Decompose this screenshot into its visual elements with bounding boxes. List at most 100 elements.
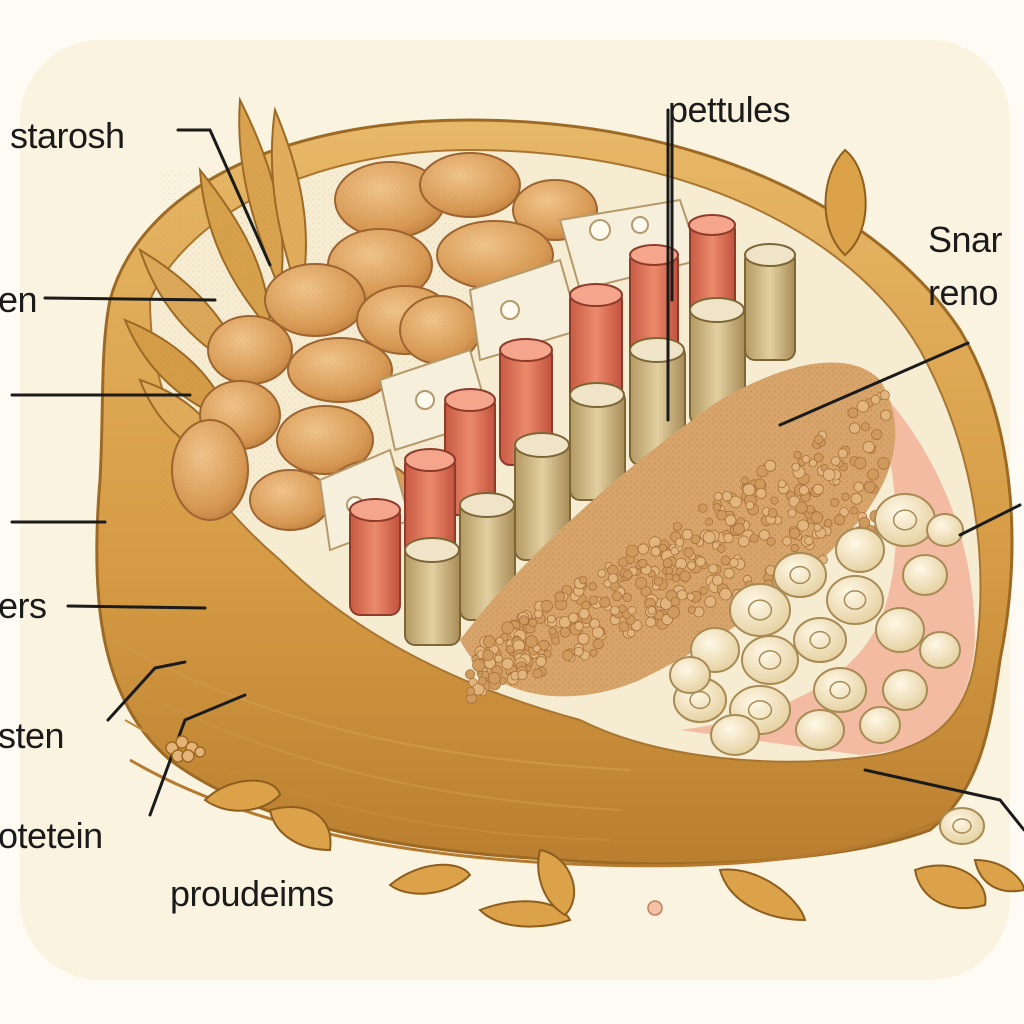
protein-bead bbox=[721, 491, 733, 502]
cell-globule bbox=[795, 709, 845, 751]
protein-beads bbox=[460, 362, 896, 704]
protein-bead bbox=[723, 532, 734, 544]
protein-bead bbox=[862, 440, 875, 454]
protein-bead bbox=[719, 587, 732, 601]
protein-bead bbox=[535, 656, 547, 667]
protein-bead bbox=[517, 669, 528, 681]
protein-bead bbox=[599, 596, 611, 608]
leader-line-snar bbox=[778, 341, 970, 427]
protein-bead bbox=[850, 492, 863, 505]
pale-fiber-tubes bbox=[404, 243, 796, 646]
label-produeims: proudeims bbox=[170, 873, 334, 914]
cell-globule bbox=[729, 583, 791, 637]
protein-bead bbox=[790, 543, 799, 553]
cell-globule bbox=[919, 631, 961, 669]
protein-bead bbox=[837, 448, 848, 459]
protein-bead bbox=[737, 535, 750, 548]
protein-bead bbox=[574, 621, 584, 631]
protein-bead bbox=[650, 546, 661, 557]
protein-bead bbox=[588, 595, 599, 606]
protein-bead bbox=[716, 509, 727, 521]
cell-nucleus bbox=[843, 590, 867, 610]
protein-bead bbox=[729, 495, 742, 509]
protein-bead bbox=[708, 563, 719, 574]
cell-nucleus bbox=[829, 680, 851, 700]
protein-bead bbox=[839, 507, 849, 517]
cell-globule bbox=[875, 607, 925, 653]
protein-bead bbox=[793, 450, 802, 459]
protein-bead bbox=[741, 476, 749, 485]
protein-bead bbox=[830, 456, 841, 466]
protein-bead bbox=[482, 649, 495, 661]
protein-bead bbox=[711, 574, 724, 587]
protein-bead bbox=[798, 485, 810, 496]
protein-bead bbox=[870, 394, 881, 405]
protein-bead bbox=[879, 390, 890, 401]
cell-globule bbox=[813, 667, 867, 713]
label-ers: ers bbox=[0, 585, 47, 626]
protein-bead bbox=[749, 533, 759, 543]
protein-bead bbox=[618, 604, 627, 613]
leader-line-sten bbox=[106, 660, 187, 722]
protein-bead bbox=[698, 503, 708, 513]
protein-bead bbox=[806, 505, 815, 514]
loose-globule bbox=[647, 807, 985, 916]
leader-line-en bbox=[43, 296, 217, 302]
cell-globule bbox=[835, 527, 885, 573]
protein-bead bbox=[729, 557, 739, 568]
protein-bead bbox=[532, 668, 543, 679]
protein-bead bbox=[858, 516, 871, 529]
cell-globule bbox=[902, 554, 948, 596]
protein-bead bbox=[653, 576, 664, 586]
cell-globule bbox=[773, 552, 827, 598]
protein-bead bbox=[830, 497, 840, 507]
cell-globule bbox=[826, 575, 884, 625]
protein-bead bbox=[672, 521, 683, 532]
protein-bead bbox=[466, 687, 476, 696]
rim-tissue bbox=[680, 380, 975, 755]
protein-bead bbox=[687, 605, 696, 614]
protein-bead bbox=[847, 407, 859, 419]
protein-bead bbox=[853, 481, 864, 493]
protein-bead bbox=[465, 669, 476, 680]
protein-bead bbox=[823, 518, 833, 528]
protein-bead bbox=[789, 527, 801, 539]
protein-bead bbox=[860, 422, 870, 432]
protein-bead bbox=[801, 455, 811, 464]
protein-bead bbox=[547, 614, 556, 624]
protein-bead bbox=[755, 487, 767, 499]
protein-bead bbox=[665, 566, 674, 575]
protein-bead bbox=[674, 537, 685, 547]
cell-nucleus bbox=[758, 650, 782, 670]
protein-bead bbox=[670, 546, 680, 556]
protein-bead bbox=[871, 429, 883, 441]
protein-bead bbox=[795, 501, 808, 514]
cell-globule bbox=[669, 656, 711, 694]
protein-bead bbox=[723, 567, 735, 579]
cell-globule bbox=[926, 513, 964, 547]
protein-bead bbox=[577, 632, 590, 645]
protein-bead bbox=[877, 457, 890, 470]
protein-bead bbox=[687, 561, 696, 570]
protein-bead bbox=[588, 582, 597, 591]
protein-bead bbox=[880, 409, 892, 421]
protein-bead bbox=[645, 616, 656, 628]
protein-bead bbox=[699, 586, 708, 595]
protein-bead bbox=[592, 638, 604, 650]
protein-bead bbox=[495, 636, 504, 646]
protein-bead bbox=[627, 629, 636, 638]
protein-bead bbox=[532, 644, 541, 653]
leader-line-right-bottom bbox=[863, 768, 1024, 832]
protein-bead bbox=[810, 511, 824, 524]
label-snar: Snar bbox=[928, 219, 1003, 260]
protein-bead bbox=[712, 503, 722, 512]
protein-bead bbox=[597, 568, 607, 578]
protein-bead bbox=[702, 530, 716, 544]
protein-bead bbox=[551, 636, 560, 645]
protein-bead bbox=[813, 523, 822, 532]
protein-bead bbox=[505, 644, 515, 654]
protein-bead bbox=[720, 555, 731, 566]
protein-bead bbox=[822, 468, 836, 482]
protein-bead bbox=[854, 457, 867, 470]
protein-bead bbox=[841, 492, 850, 501]
